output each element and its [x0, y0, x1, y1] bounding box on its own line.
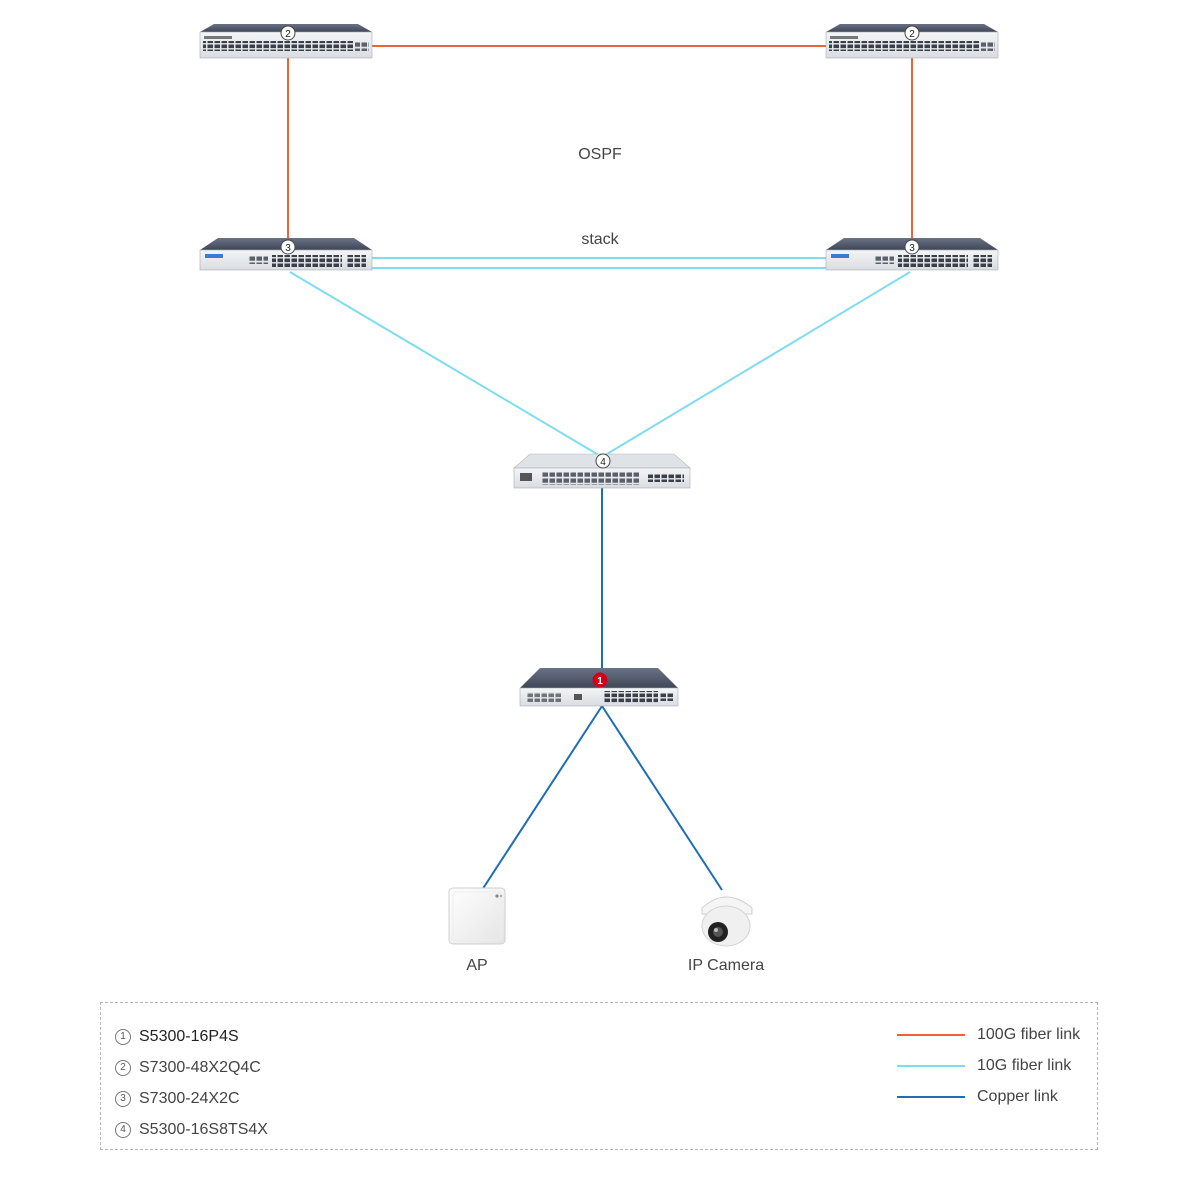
legend-swatch-copper [897, 1095, 965, 1098]
link-edge-camera [601, 705, 723, 891]
badge-core-right: 2 [904, 25, 920, 41]
ospf-label: OSPF [578, 146, 622, 163]
legend-device-name: S7300-24X2C [139, 1089, 240, 1107]
svg-text:1: 1 [597, 676, 603, 687]
legend-box: 1 S5300-16P4S 2 S7300-48X2Q4C 3 S7300-24… [100, 1002, 1098, 1150]
access-switch [513, 453, 691, 489]
stack-label: stack [581, 231, 619, 248]
link-edge-ap [481, 705, 603, 891]
access-point [448, 887, 506, 945]
legend-link-name: Copper link [977, 1087, 1058, 1105]
legend-link-100g: 100G fiber link [897, 1019, 1080, 1050]
legend-number-badge: 3 [115, 1090, 131, 1107]
ip-camera-label: IP Camera [687, 957, 765, 974]
legend-link-10g: 10G fiber link [897, 1050, 1080, 1081]
svg-text:2: 2 [285, 29, 291, 40]
device-legend: 1 S5300-16P4S 2 S7300-48X2Q4C 3 S7300-24… [115, 1021, 268, 1145]
legend-device-name: S5300-16S8TS4X [139, 1120, 268, 1138]
svg-text:3: 3 [285, 243, 291, 254]
legend-device-2: 2 S7300-48X2Q4C [115, 1052, 268, 1083]
legend-link-name: 10G fiber link [977, 1056, 1072, 1074]
link-agg-right-access [601, 271, 911, 458]
agg-switch-right [825, 238, 999, 271]
topology-canvas: 2 2 3 3 4 1 [199, 24, 999, 947]
ip-camera [701, 896, 753, 947]
link-legend: 100G fiber link 10G fiber link Copper li… [897, 1019, 1080, 1112]
badge-access: 4 [595, 453, 611, 469]
legend-number-badge: 4 [115, 1121, 131, 1138]
legend-device-4: 4 S5300-16S8TS4X [115, 1114, 268, 1145]
legend-device-3: 3 S7300-24X2C [115, 1083, 268, 1114]
badge-agg-left: 3 [280, 239, 296, 255]
legend-device-name: S7300-48X2Q4C [139, 1058, 261, 1076]
badge-core-left: 2 [280, 25, 296, 41]
legend-swatch-100g [897, 1033, 965, 1036]
legend-link-copper: Copper link [897, 1081, 1080, 1112]
legend-swatch-10g [897, 1064, 965, 1067]
svg-text:4: 4 [600, 457, 606, 468]
core-switch-right [825, 24, 999, 59]
badge-edge: 1 [592, 672, 608, 688]
legend-number-badge: 2 [115, 1059, 131, 1076]
badge-agg-right: 3 [904, 239, 920, 255]
svg-text:3: 3 [909, 243, 915, 254]
legend-link-name: 100G fiber link [977, 1025, 1081, 1043]
link-agg-left-access [289, 271, 603, 458]
ap-label: AP [466, 957, 488, 974]
legend-device-name: S5300-16P4S [139, 1027, 239, 1045]
legend-number-badge: 1 [115, 1028, 131, 1045]
legend-device-1: 1 S5300-16P4S [115, 1021, 268, 1052]
svg-text:2: 2 [909, 29, 915, 40]
agg-switch-left [199, 238, 373, 271]
